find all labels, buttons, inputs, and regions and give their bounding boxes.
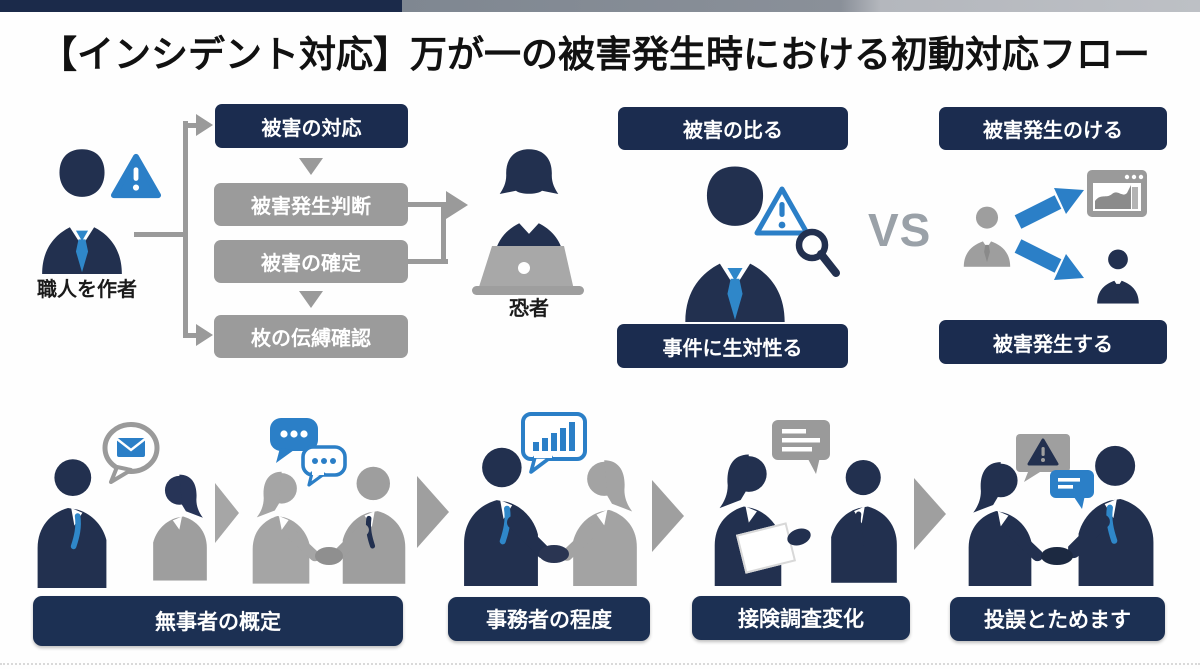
handshake-icon [315,547,343,565]
chat-dots-outline-bubble-icon [301,445,347,487]
flow-arrow-icon [417,476,449,548]
laptop-icon [472,246,584,295]
vs-label: VS [868,204,932,256]
blue-arrow-down-icon [1014,239,1084,280]
flow-step-box-4: 枚の伝縛確認 [214,315,408,358]
warning-triangle-icon [110,153,162,199]
connector-line [183,333,197,338]
man-silhouette [822,450,906,586]
operator-label: 恐者 [509,298,549,320]
arrow-right-icon [446,191,468,219]
flow-arrow-icon [914,478,946,550]
handshake-icon [539,545,569,563]
flow-step-box-2: 被害発生判断 [214,183,408,226]
connector-line [183,123,197,128]
chat-dots-bubble-icon [270,418,318,463]
flow-arrow-icon [652,480,684,552]
connector-line [134,232,185,237]
compare-right-bottom-box: 被害発生する [939,320,1167,364]
magnifier-icon [795,228,840,277]
bottom-step-label-4: 投誤とためます [950,597,1165,641]
actor-label: 職人を作者 [37,279,137,301]
bar-chart-bubble-icon [521,412,587,474]
blue-arrow-up-icon [1014,188,1084,229]
compare-right-top-box: 被害発生のける [939,107,1167,150]
gray-person-icon [958,203,1016,267]
gesture-hand-icon [787,528,811,546]
connector-line [183,121,188,338]
flow-step-box-1: 被害の対応 [215,104,408,148]
warning-bubble-icon [1016,434,1070,482]
compare-left-top-box: 被害の比る [618,107,848,150]
flow-step-box-3: 被害の確定 [214,240,408,283]
connector-line [408,202,448,207]
top-bar-navy [0,0,402,12]
connector-line [441,202,446,264]
bottom-step-label-3: 接険調査変化 [692,596,910,640]
blue-text-bubble-icon [1050,470,1094,509]
arrow-down-icon [299,158,323,175]
connector-line [408,259,448,264]
flow-arrow-icon [215,483,239,543]
bottom-divider [0,663,1200,667]
arrow-right-icon [196,114,213,136]
text-bubble-icon [772,420,830,474]
top-bar-gray [402,0,1200,12]
handshake-icon [1041,547,1073,565]
arrow-right-icon [196,324,213,346]
navy-person-icon [1092,246,1144,304]
envelope-bubble-icon [102,422,160,484]
man-silhouette [1066,438,1166,586]
bottom-step-label-2: 事務者の程度 [448,597,650,641]
compare-left-bottom-box: 事件に生対性る [617,324,848,368]
woman-silhouette [144,464,216,586]
page-title: 【インシデント対応】万が一の被害発生時における初動対応フロー [40,34,1150,75]
arrow-down-icon [299,291,323,308]
browser-chart-icon [1087,170,1147,217]
warning-outline-icon [754,186,810,236]
bottom-step-label-1: 無事者の概定 [33,596,403,646]
